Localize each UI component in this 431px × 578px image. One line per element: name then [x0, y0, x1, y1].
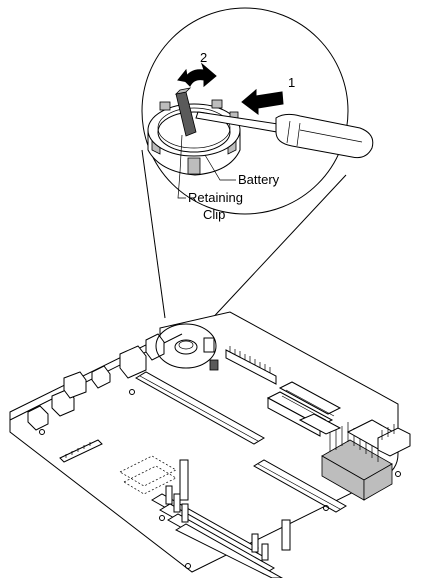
- step-2-label: 2: [200, 50, 207, 65]
- dotted-outline: [119, 455, 177, 487]
- pin-header-top: [225, 346, 277, 385]
- battery-socket: [147, 99, 241, 176]
- mounting-hole-2: [159, 515, 165, 521]
- battery-leader: [204, 154, 236, 181]
- expansion-slot-2: [253, 459, 347, 513]
- memory-slots: [151, 459, 291, 578]
- system-board: [9, 311, 411, 578]
- processor-area: [321, 419, 406, 501]
- board-battery: [174, 339, 198, 355]
- retaining-clip-label-2: Clip: [203, 207, 225, 222]
- magnified-callout: 2 1 Battery Retaining Clip: [141, 7, 374, 326]
- screwdriver-handle: [275, 113, 374, 159]
- small-header: [59, 439, 103, 463]
- slot-clip-1: [179, 459, 189, 501]
- callout-leader-left: [141, 149, 166, 319]
- expansion-slot-1: [135, 371, 265, 445]
- board-chip: [203, 337, 215, 353]
- retaining-clip-label-1: Retaining: [188, 190, 243, 205]
- mounting-hole-4: [395, 471, 401, 477]
- screwdriver: [195, 111, 374, 159]
- rear-io-connectors: [27, 333, 165, 431]
- mounting-hole-5: [185, 563, 191, 569]
- clip-leader: [177, 134, 186, 199]
- board-callout-circle: [155, 323, 217, 369]
- power-connector: [377, 427, 411, 457]
- board-jumper: [209, 359, 219, 371]
- lift-arrow-icon: [177, 62, 217, 88]
- retaining-clip: [174, 87, 197, 137]
- push-arrow-icon: [241, 88, 284, 115]
- mounting-hole-6: [129, 389, 135, 395]
- battery-label: Battery: [238, 172, 280, 187]
- callout-leader-right: [205, 174, 347, 326]
- ide-connectors: [266, 381, 342, 437]
- mounting-hole-1: [39, 429, 45, 435]
- mounting-hole-3: [323, 505, 329, 511]
- step-1-label: 1: [288, 75, 295, 90]
- slot-clip-2: [281, 519, 291, 551]
